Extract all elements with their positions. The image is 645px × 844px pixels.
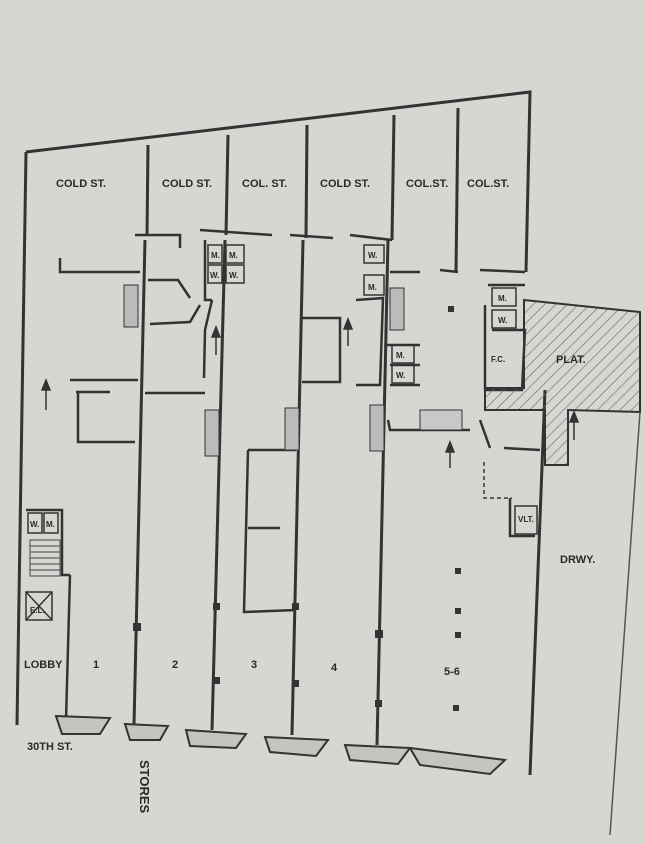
label-store-3: 3: [251, 659, 257, 671]
label-platform: PLAT.: [556, 354, 586, 366]
label-women-a: W.: [210, 271, 219, 280]
building-outline: [15, 90, 532, 726]
label-cold-storage-1: COLD ST.: [56, 178, 106, 190]
label-women-d: W.: [396, 371, 405, 380]
lobby-toilets: [27, 512, 59, 534]
interior-stairs: [123, 284, 463, 457]
label-store-5-6: 5-6: [444, 666, 460, 678]
storefronts: [54, 714, 508, 776]
lobby-stair: [29, 539, 61, 577]
cold-storage-walls: [145, 107, 460, 273]
label-cold-storage-6: COL.ST.: [467, 178, 509, 190]
label-stores: STORES: [137, 760, 152, 814]
platform: [484, 298, 641, 466]
direction-arrows: [40, 316, 580, 468]
label-men-e: M.: [498, 294, 507, 303]
label-women-b: W.: [229, 271, 238, 280]
label-men-lobby: M.: [46, 520, 55, 529]
label-men-c: M.: [368, 283, 377, 292]
label-women-c: W.: [368, 251, 377, 260]
label-men-b: M.: [229, 251, 238, 260]
label-lobby: LOBBY: [24, 659, 63, 671]
label-men-a: M.: [211, 251, 220, 260]
label-driveway: DRWY.: [560, 554, 595, 566]
column-markers: [133, 306, 461, 711]
elevator: [25, 591, 53, 621]
label-store-2: 2: [172, 659, 178, 671]
label-vault: VLT.: [518, 515, 534, 524]
lobby-walls: [26, 508, 72, 721]
label-men-d: M.: [396, 351, 405, 360]
dashed-outline: [483, 462, 512, 499]
vault: [514, 505, 538, 535]
driveway-line: [609, 411, 641, 836]
label-women-lobby: W.: [30, 520, 39, 529]
label-store-4: 4: [331, 662, 338, 674]
label-cold-storage-2: COLD ST.: [162, 178, 212, 190]
label-elevator: E.L.: [30, 606, 45, 615]
toilet-blocks: [207, 244, 517, 384]
label-fc: F.C.: [491, 355, 505, 364]
label-cold-storage-5: COL.ST.: [406, 178, 448, 190]
label-cold-storage-3: COL. ST.: [242, 178, 287, 190]
label-street: 30TH ST.: [27, 741, 73, 753]
label-store-1: 1: [93, 659, 99, 671]
label-cold-storage-4: COLD ST.: [320, 178, 370, 190]
label-women-e: W.: [498, 316, 507, 325]
store-dividing-walls: [132, 239, 547, 776]
